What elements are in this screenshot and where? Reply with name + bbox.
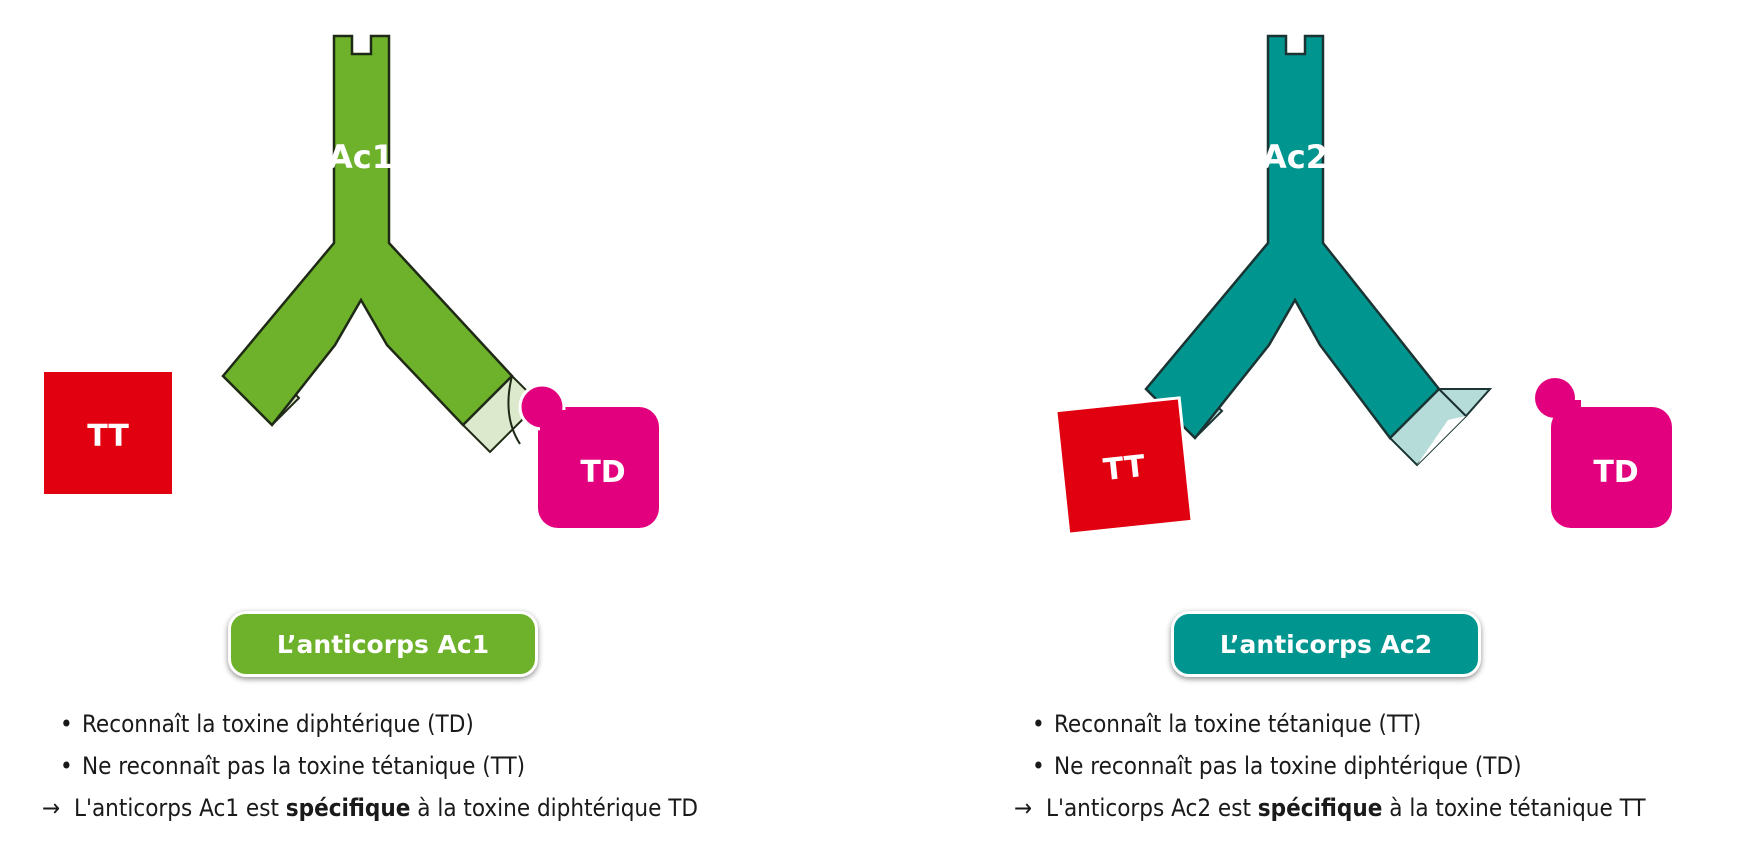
arrow-right-icon: → [1014,794,1033,822]
ac2-bullet-1: • Reconnaît la toxine tétanique (TT) [992,703,1646,745]
ac1-title-pill: L’anticorps Ac1 [228,611,538,677]
bullet-icon: • [60,752,73,780]
bullet-icon: • [60,710,73,738]
ac1-description: • Reconnaît la toxine diphtérique (TD) •… [20,703,698,829]
toxin-tt-left: TT [44,372,172,494]
ac2-conclusion-pre: L'anticorps Ac2 est [1046,794,1258,822]
ac1-conclusion: → L'anticorps Ac1 est spécifique à la to… [20,787,698,829]
bullet-icon: • [1032,752,1045,780]
toxin-tt-right: TT [1054,396,1194,536]
ac2-bullet-1-text: Reconnaît la toxine tétanique (TT) [1054,710,1422,738]
ac2-conclusion: → L'anticorps Ac2 est spécifique à la to… [992,787,1646,829]
ac2-right-notch [1417,416,1466,465]
ac1-right-binding-site [507,375,521,445]
ac1-bullet-2: • Ne reconnaît pas la toxine tétanique (… [20,745,698,787]
ac2-label: Ac2 [1262,138,1328,176]
ac2-bullet-2-text: Ne reconnaît pas la toxine diphtérique (… [1054,752,1522,780]
tt-label-right: TT [1102,449,1148,488]
toxin-td-right: TD [1535,378,1672,528]
ac1-bullet-1: • Reconnaît la toxine diphtérique (TD) [20,703,698,745]
toxin-td-left: TD [518,383,659,528]
tt-label-left: TT [87,419,129,454]
td-label-right: TD [1593,455,1638,490]
ac2-conclusion-post: à la toxine tétanique TT [1382,794,1646,822]
ac2-body [1144,34,1441,440]
ac1-conclusion-bold: spécifique [285,794,411,822]
bullet-icon: • [1032,710,1045,738]
ac1-bullet-2-text: Ne reconnaît pas la toxine tétanique (TT… [82,752,526,780]
antibody-ac1: Ac1 [221,34,541,454]
ac2-right-binding-site [1436,388,1493,418]
ac1-label: Ac1 [328,138,394,176]
ac1-conclusion-post: à la toxine diphtérique TD [410,794,699,822]
ac1-body [221,34,514,427]
ac2-conclusion-bold: spécifique [1257,794,1383,822]
td-label-left: TD [580,455,625,490]
arrow-right-icon: → [42,794,61,822]
ac1-conclusion-pre: L'anticorps Ac1 est [74,794,286,822]
ac1-bullet-1-text: Reconnaît la toxine diphtérique (TD) [82,710,474,738]
ac2-bullet-2: • Ne reconnaît pas la toxine diphtérique… [992,745,1646,787]
antibody-ac2: Ac2 [1144,34,1493,467]
ac2-title-pill: L’anticorps Ac2 [1171,611,1481,677]
ac2-description: • Reconnaît la toxine tétanique (TT) • N… [992,703,1646,829]
